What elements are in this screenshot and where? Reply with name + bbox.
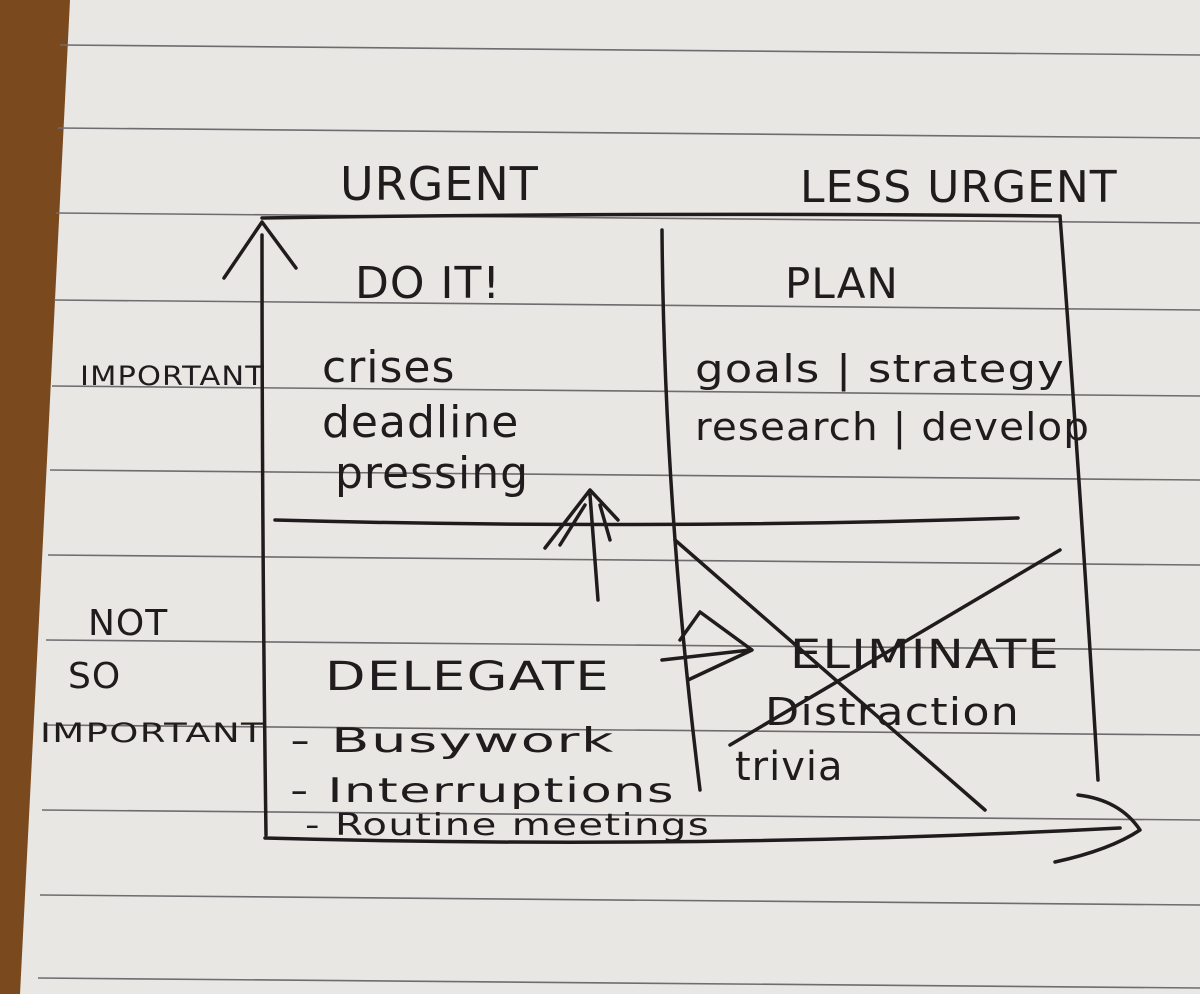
ruled-line (51, 385, 1200, 397)
ruled-line (37, 977, 1200, 989)
quadrant-eliminate-title: ELIMINATE (790, 632, 1060, 678)
x-axis-label-urgent: URGENT (340, 157, 539, 211)
notebook-page (20, 0, 1200, 994)
y-axis-line (260, 233, 268, 837)
y-axis-label-not: NOT (88, 603, 168, 644)
ruled-line (47, 554, 1200, 566)
matrix-frame (260, 212, 1122, 844)
matrix-bottom-line (263, 826, 1122, 844)
ruled-line (59, 44, 1200, 56)
ruled-line (49, 469, 1200, 481)
quadrant-eliminate-item: trivia (735, 744, 844, 790)
y-axis-arrow-icon (222, 220, 298, 280)
quadrant-plan-item: research | develop (695, 405, 1090, 450)
y-axis-label-so: SO (68, 656, 121, 697)
quadrant-plan-title: PLAN (785, 259, 899, 308)
ruled-line (43, 724, 1200, 736)
ruled-line (57, 127, 1200, 139)
ruled-line (39, 894, 1200, 906)
ruled-line (45, 639, 1200, 651)
ruled-line (41, 809, 1200, 821)
quadrant-do-it-item: crises (322, 342, 455, 393)
quadrant-delegate-item: - Busywork (290, 721, 615, 761)
x-axis-label-less-urgent: LESS URGENT (800, 162, 1118, 213)
promote-up-arrow-icon (543, 488, 620, 602)
quadrant-do-it-item: pressing (335, 448, 529, 499)
y-axis-label-important-2: IMPORTANT (40, 718, 265, 749)
matrix-top-line (260, 212, 1062, 220)
y-axis-label-important: IMPORTANT (80, 361, 265, 392)
ruled-lines (37, 44, 1200, 989)
ruled-line (55, 212, 1200, 224)
quadrant-do-it-item: deadline (322, 397, 519, 448)
matrix-horizontal-divider (273, 516, 1020, 527)
eliminate-cross-icon (673, 538, 1062, 812)
x-axis-arrow-icon (1053, 793, 1142, 864)
quadrant-delegate-title: DELEGATE (325, 654, 610, 700)
ruled-line (53, 299, 1200, 311)
quadrant-delegate-item: - Routine meetings (305, 808, 710, 843)
matrix-right-line (1058, 214, 1100, 782)
quadrant-eliminate-item: Distraction (765, 690, 1020, 734)
quadrant-do-it-title: DO IT! (355, 258, 501, 309)
matrix-vertical-divider (660, 228, 702, 792)
move-right-arrow-icon (660, 610, 754, 682)
quadrant-delegate-item: - Interruptions (290, 771, 675, 811)
quadrant-plan-item: goals | strategy (695, 347, 1065, 392)
